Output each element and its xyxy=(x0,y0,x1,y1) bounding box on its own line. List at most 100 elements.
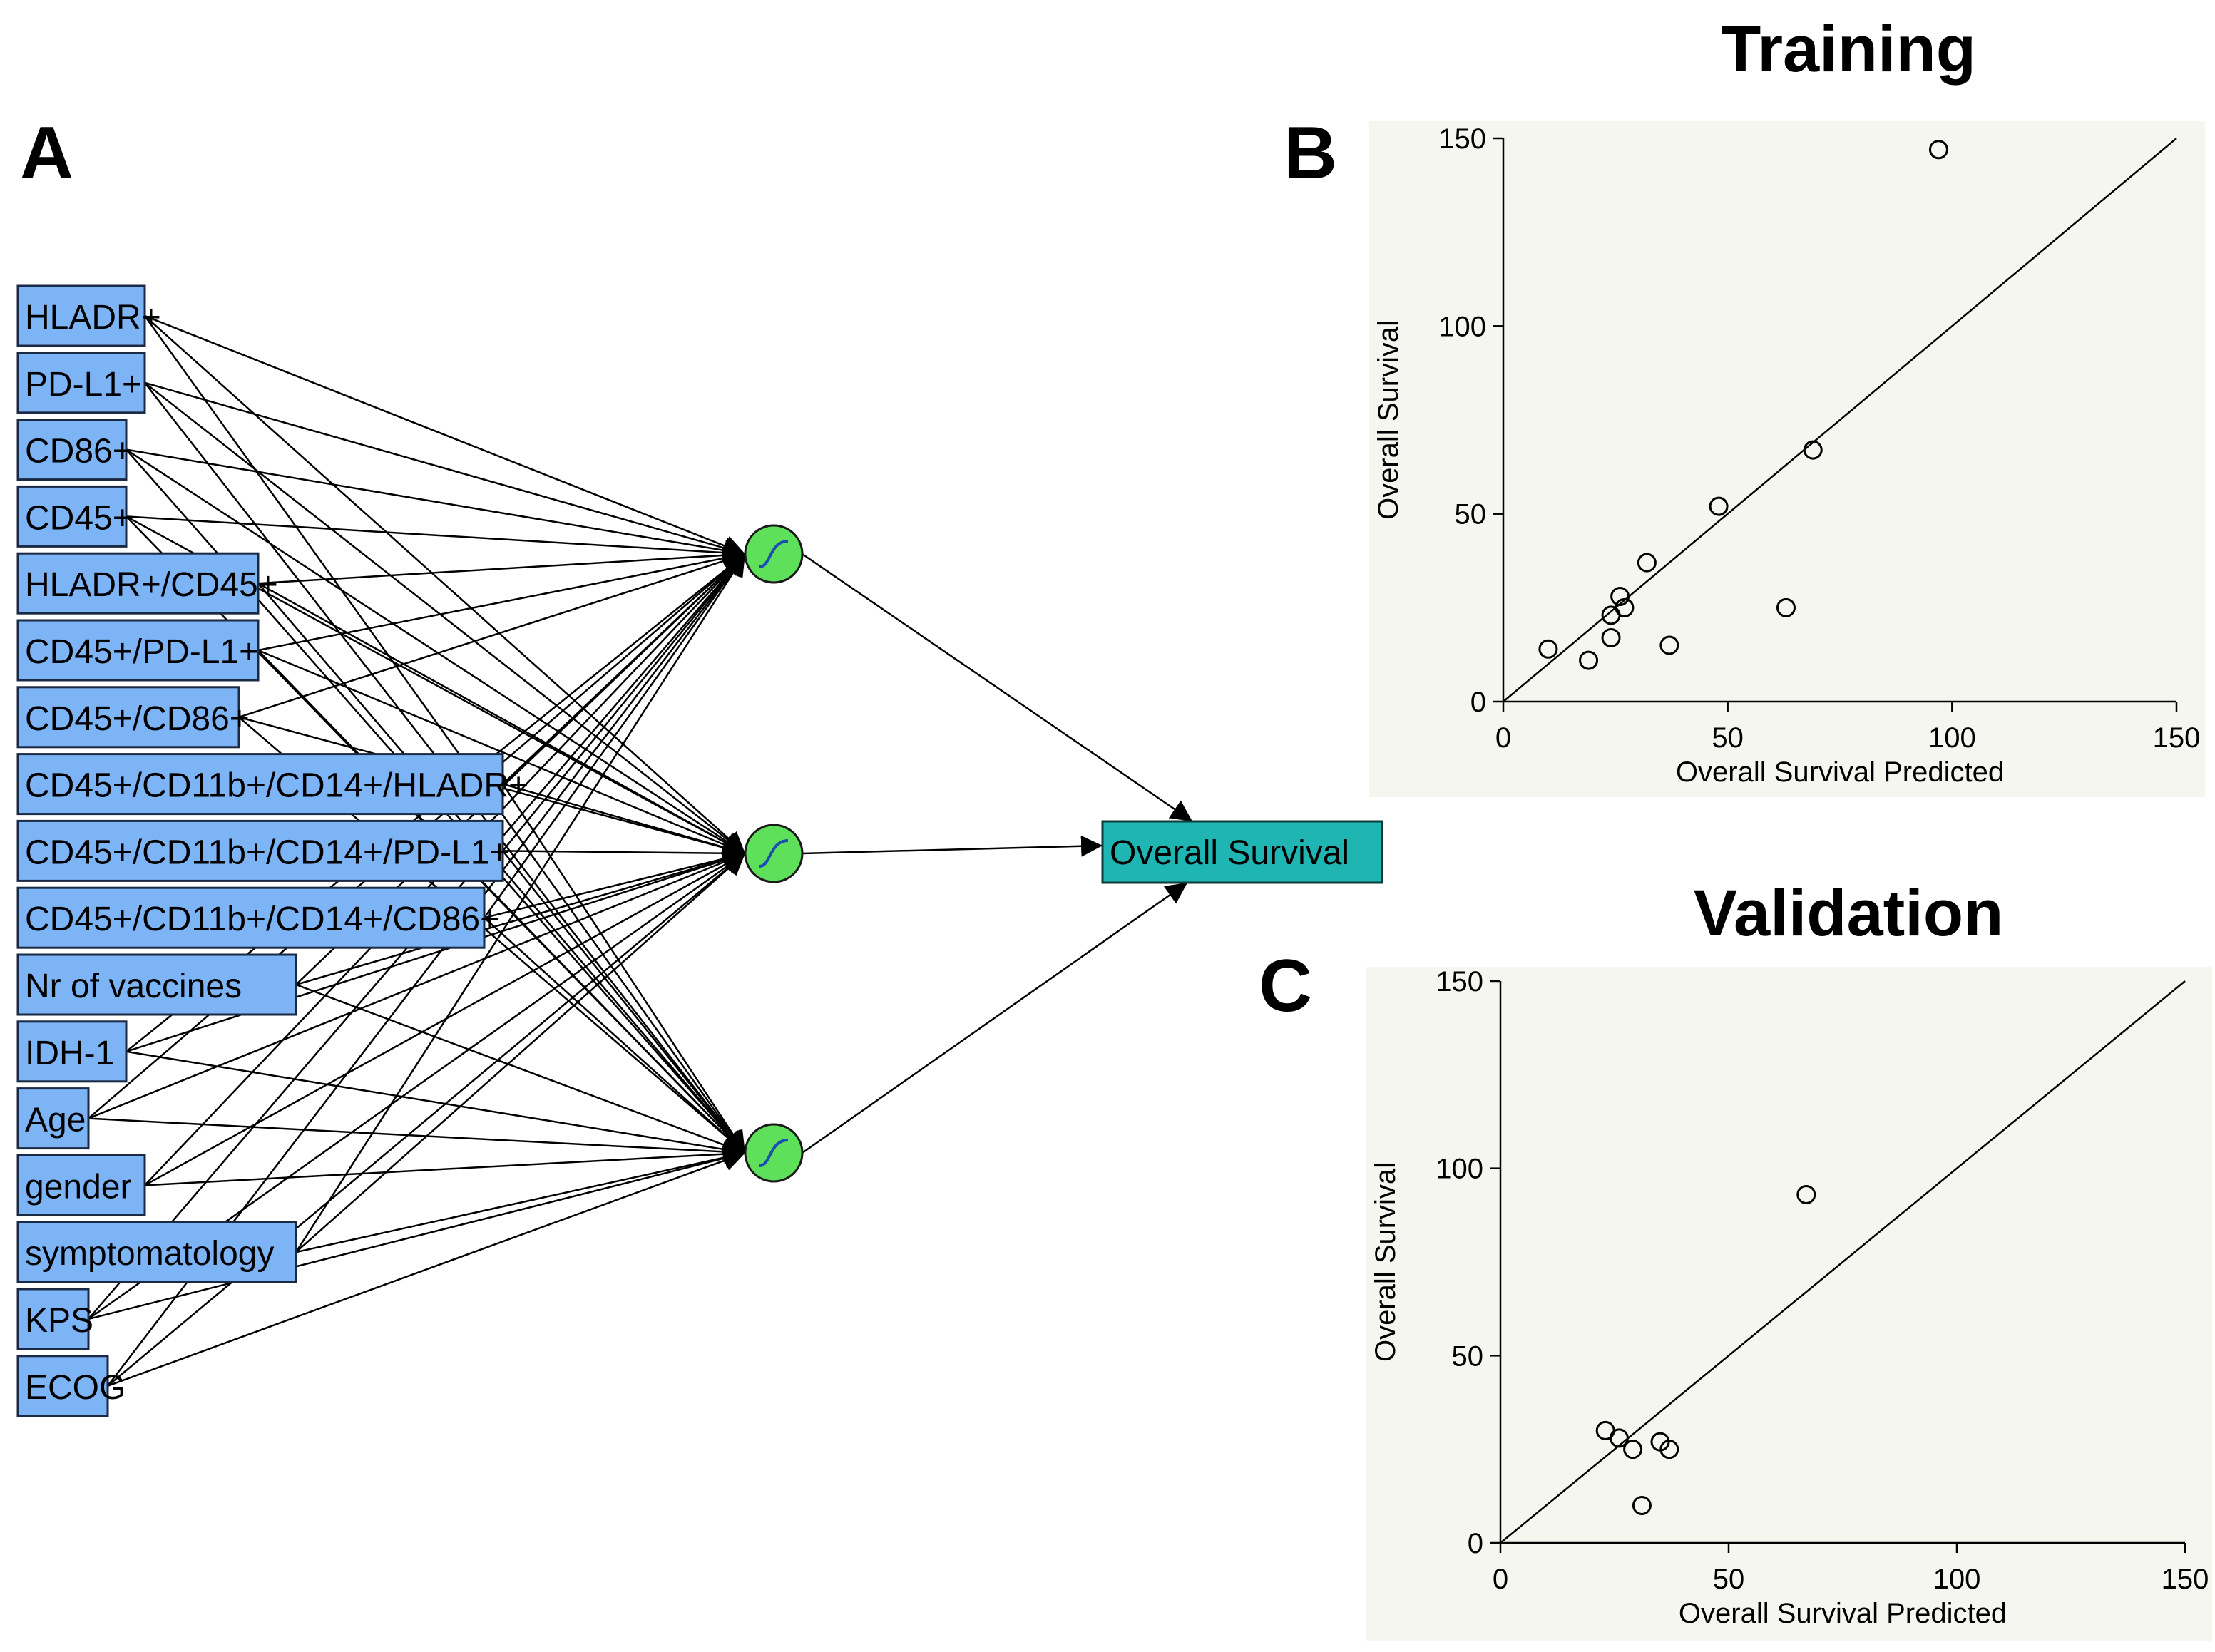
input-node: Age xyxy=(16,1087,90,1150)
input-box xyxy=(16,686,240,749)
hidden-node-circle xyxy=(744,824,804,883)
input-node: HLADR+/CD45+ xyxy=(16,552,278,615)
scatter-point xyxy=(1803,440,1823,460)
scatter-point xyxy=(1610,587,1630,607)
sigmoid-icon xyxy=(759,1139,789,1167)
input-node: CD45+/CD11b+/CD14+/HLADR+ xyxy=(16,753,528,816)
input-box xyxy=(16,953,297,1016)
input-label: gender xyxy=(25,1168,131,1206)
hidden-to-output-connection xyxy=(802,553,1193,823)
input-label: symptomatology xyxy=(25,1235,274,1273)
input-to-hidden-connection xyxy=(143,315,747,1154)
y-tick-label: 0 xyxy=(1470,687,1486,718)
scatter-point xyxy=(1796,1184,1816,1204)
x-tick-label: 100 xyxy=(1933,1564,1981,1595)
input-label: Nr of vaccines xyxy=(25,968,242,1005)
input-node: CD45+/CD11b+/CD14+/PD-L1+ xyxy=(16,819,509,882)
input-to-hidden-connection xyxy=(144,381,746,559)
input-node: CD45+/CD86+ xyxy=(16,686,250,749)
chart-title-validation: Validation xyxy=(1694,877,2004,950)
scatter-point xyxy=(1659,1440,1679,1459)
input-label: KPS xyxy=(25,1302,93,1340)
input-node: Nr of vaccines xyxy=(16,953,297,1016)
network-output-node: Overall Survival xyxy=(1101,820,1383,884)
input-to-hidden-connection xyxy=(295,983,746,1156)
scatter-point xyxy=(1601,605,1621,625)
input-to-hidden-connection xyxy=(484,917,746,1154)
input-label: IDH-1 xyxy=(25,1035,114,1072)
input-box xyxy=(16,1154,146,1216)
input-to-hidden-connection xyxy=(126,849,746,1052)
input-node: CD86+ xyxy=(16,419,133,481)
input-node: HLADR+ xyxy=(16,284,161,347)
x-tick-label: 50 xyxy=(1713,1564,1745,1595)
input-to-hidden-connection xyxy=(257,583,746,855)
input-label: CD86+ xyxy=(25,433,133,471)
hidden-node-circle xyxy=(744,1123,804,1183)
network-hidden-nodes xyxy=(744,524,804,1183)
input-to-hidden-connection xyxy=(502,783,746,858)
scatter-point xyxy=(1659,635,1679,655)
x-tick-label: 0 xyxy=(1495,722,1511,754)
input-to-hidden-connection xyxy=(144,1143,746,1186)
scatter-point xyxy=(1632,1495,1652,1515)
panel-a-network-diagram: A HLADR+ PD-L1+ CD86+ CD45+ HLADR+/CD45+ CD45… xyxy=(16,112,1383,1417)
y-tick-label: 150 xyxy=(1436,966,1483,997)
hidden-node xyxy=(744,1123,804,1183)
input-to-hidden-connection xyxy=(88,1147,746,1320)
input-to-hidden-connection xyxy=(144,315,746,854)
input-to-hidden-connection xyxy=(295,853,746,1253)
output-box xyxy=(1101,820,1383,884)
scatter-point xyxy=(1601,627,1621,647)
y-tick-label: 50 xyxy=(1452,1340,1484,1372)
input-node: symptomatology xyxy=(16,1221,297,1283)
y-axis-label: Overall Survival xyxy=(1370,1162,1401,1362)
sigmoid-icon xyxy=(759,839,789,868)
input-to-hidden-connection xyxy=(126,1050,746,1160)
input-box xyxy=(16,352,146,414)
scatter-point xyxy=(1538,639,1558,659)
input-box xyxy=(16,1087,90,1150)
input-node: CD45+/CD11b+/CD14+/CD86+ xyxy=(16,886,500,949)
input-node: gender xyxy=(16,1154,146,1216)
y-tick-label: 100 xyxy=(1436,1154,1483,1185)
input-node: PD-L1+ xyxy=(16,352,146,414)
panel-letter-a: A xyxy=(20,112,73,195)
input-box xyxy=(16,284,146,347)
input-to-hidden-connection xyxy=(107,853,746,1387)
y-axis-label: Overall Survival xyxy=(1373,320,1404,520)
panel-letter-c: C xyxy=(1259,945,1312,1027)
input-to-hidden-connection xyxy=(295,849,746,986)
scatter-point xyxy=(1579,650,1599,670)
y-tick-label: 150 xyxy=(1438,123,1486,155)
input-to-hidden-connection xyxy=(257,544,746,585)
scatter-point xyxy=(1776,597,1796,617)
input-label: CD45+ xyxy=(25,499,133,537)
panel-letter-b: B xyxy=(1284,112,1337,195)
input-label: Age xyxy=(25,1102,86,1139)
x-tick-label: 150 xyxy=(2162,1564,2209,1595)
input-label: CD45+/CD11b+/CD14+/HLADR+ xyxy=(25,767,528,805)
plot-background xyxy=(1369,121,2205,797)
input-to-hidden-connection xyxy=(295,1146,746,1253)
input-to-hidden-connection xyxy=(88,851,746,1119)
input-to-hidden-connection xyxy=(502,553,746,852)
y-tick-label: 100 xyxy=(1438,311,1486,342)
hidden-node-circle xyxy=(744,524,804,584)
network-input-nodes: HLADR+ PD-L1+ CD86+ CD45+ HLADR+/CD45+ CD45+/… xyxy=(16,284,528,1417)
output-label: Overall Survival xyxy=(1110,834,1349,872)
input-box xyxy=(16,1288,90,1350)
input-label: CD45+/CD86+ xyxy=(25,700,250,738)
input-box xyxy=(16,819,504,882)
input-label: HLADR+ xyxy=(25,299,161,337)
input-box xyxy=(16,886,486,949)
hidden-to-output-connection xyxy=(802,835,1103,857)
input-box xyxy=(16,485,128,548)
y-tick-label: 50 xyxy=(1455,499,1487,530)
scatter-point xyxy=(1928,140,1948,160)
scatter-point xyxy=(1637,553,1657,573)
input-box xyxy=(16,1221,297,1283)
